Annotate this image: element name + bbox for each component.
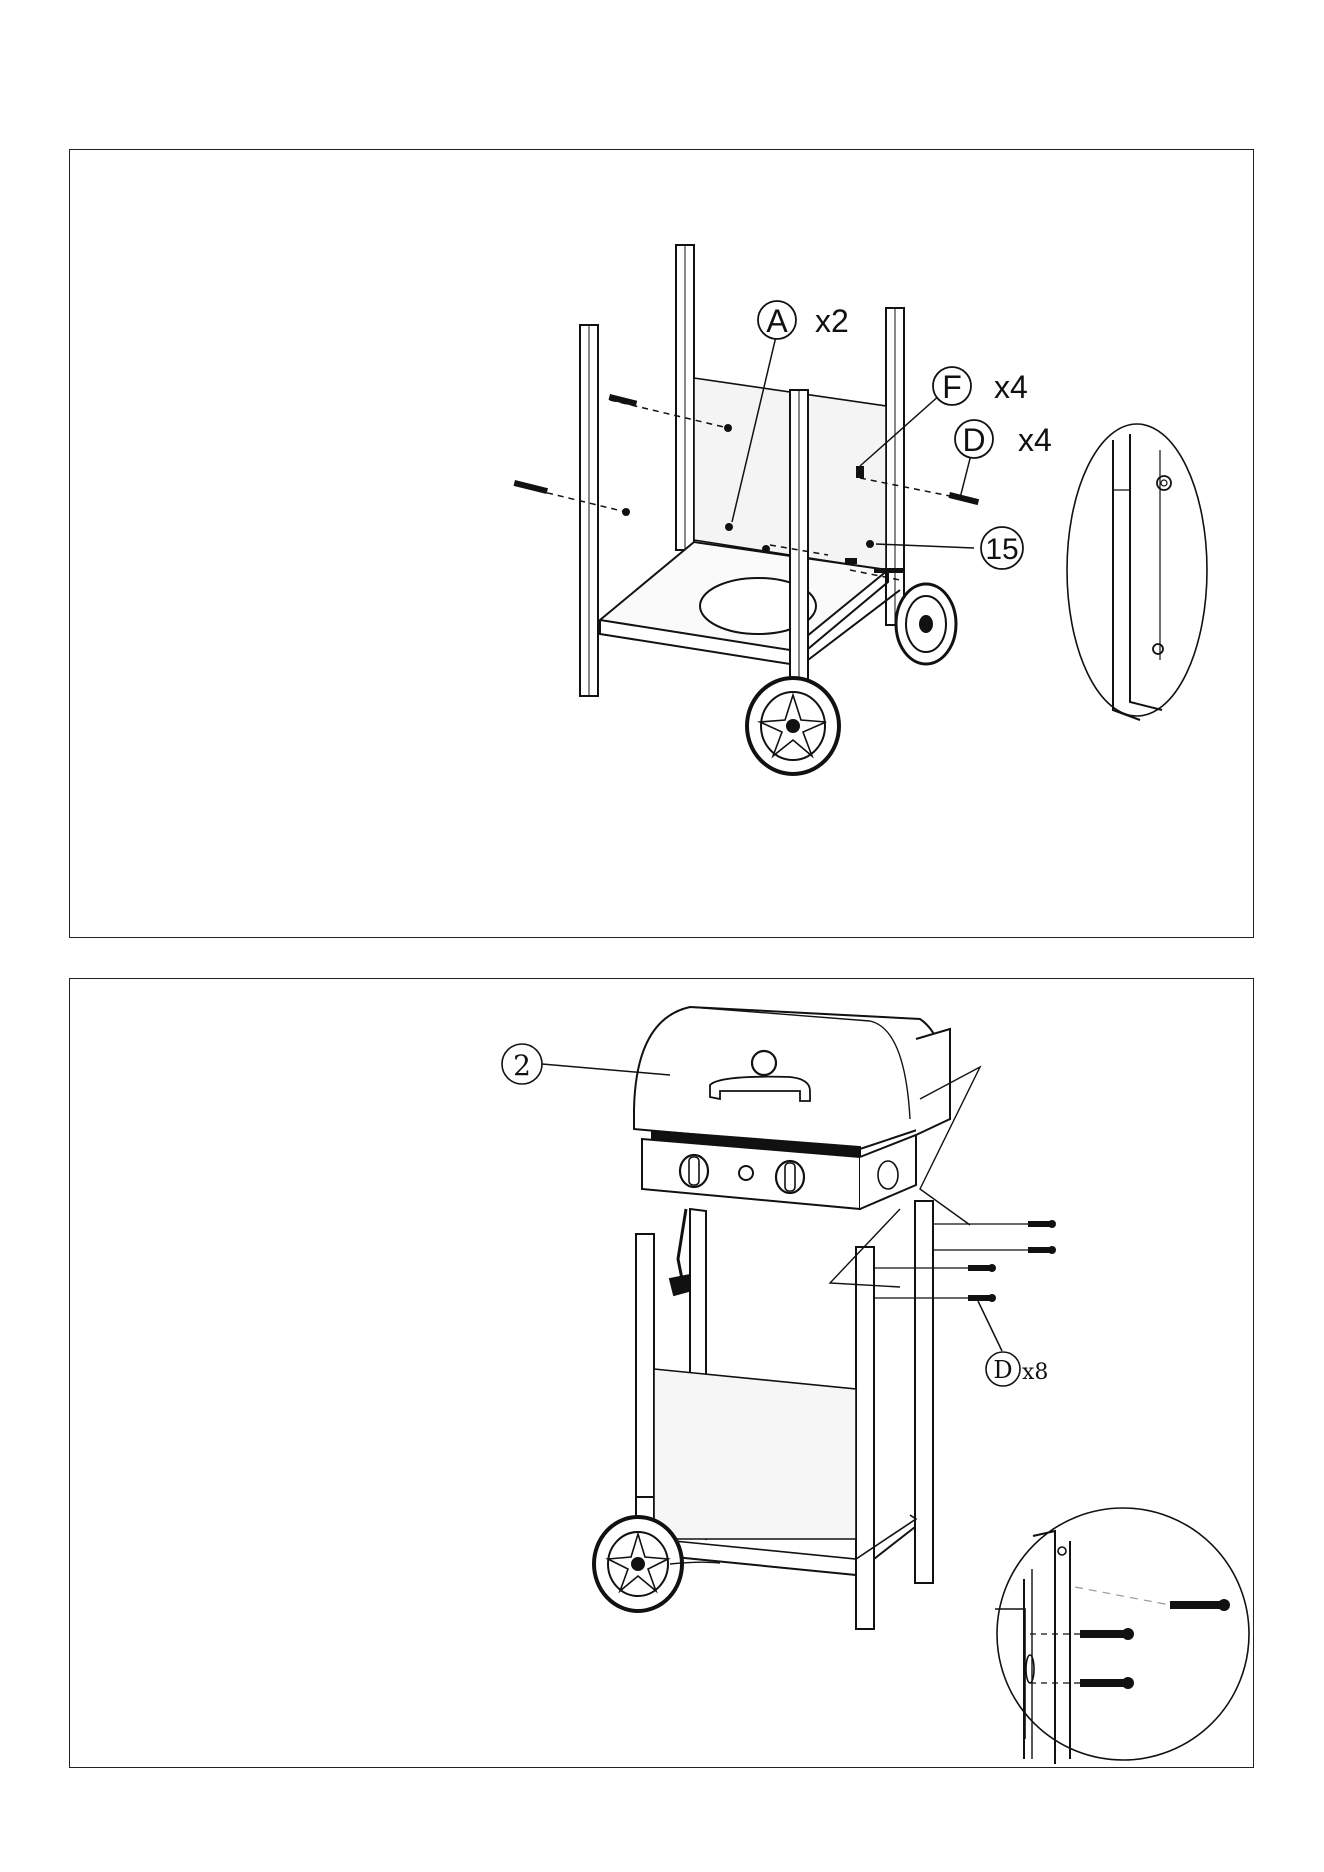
part-number-2: 2 bbox=[513, 1049, 531, 1082]
detail-zoom-1 bbox=[1067, 424, 1207, 720]
callout-d-letter: D bbox=[962, 422, 985, 458]
front-wheel bbox=[747, 678, 839, 774]
front-left-leg bbox=[636, 1234, 654, 1497]
back-right-leg bbox=[915, 1201, 933, 1583]
callout-d-letter: D bbox=[993, 1356, 1012, 1384]
callout-d-qty: x8 bbox=[1022, 1360, 1048, 1385]
callout-f-letter: F bbox=[942, 369, 962, 405]
callout-a-letter: A bbox=[766, 303, 788, 339]
step-1-diagram: A x2 F x4 D x4 15 bbox=[70, 150, 1255, 939]
step-2-diagram: 2 D x8 bbox=[70, 979, 1255, 1769]
step-2-panel: 2 D x8 bbox=[69, 978, 1254, 1768]
gas-hose bbox=[678, 1209, 686, 1279]
callout-a-qty: x2 bbox=[815, 303, 849, 339]
part-number-15: 15 bbox=[985, 533, 1018, 566]
front-right-leg bbox=[856, 1247, 874, 1629]
step-1-panel: A x2 F x4 D x4 15 bbox=[69, 149, 1254, 938]
callout-d-qty: x4 bbox=[1018, 422, 1052, 458]
grill-head bbox=[634, 1007, 950, 1209]
callout-f-qty: x4 bbox=[994, 369, 1028, 405]
side-panel bbox=[654, 1369, 856, 1539]
rear-wheel bbox=[896, 584, 956, 664]
